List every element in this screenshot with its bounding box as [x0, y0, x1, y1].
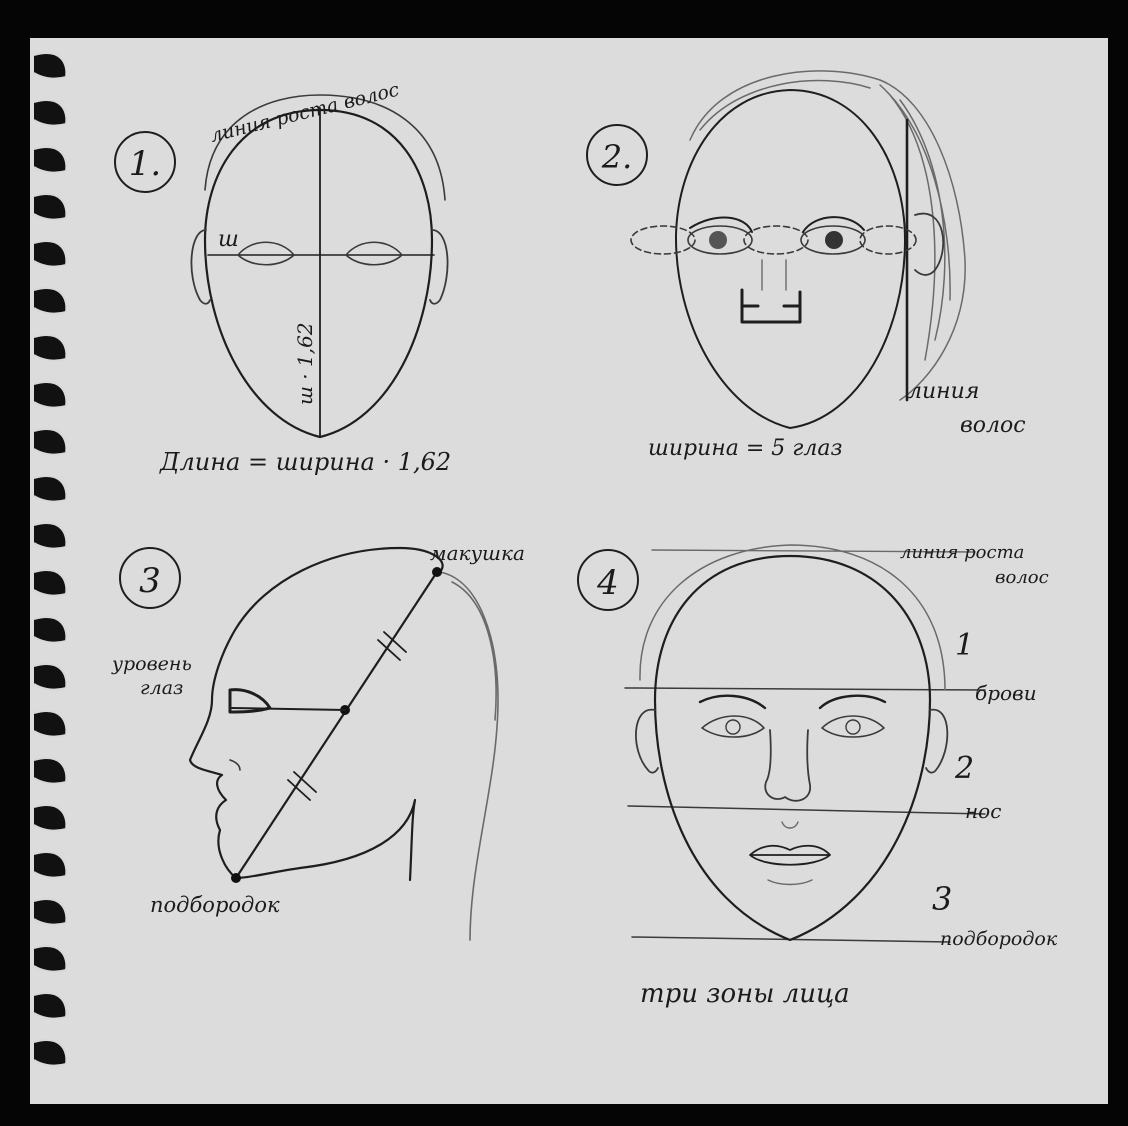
spiral-ring — [34, 852, 66, 878]
profile-outline — [190, 548, 443, 880]
back-of-head — [440, 572, 498, 940]
nose-bracket — [742, 290, 800, 322]
nose-label: нос — [965, 799, 1001, 823]
face-outline-2 — [676, 90, 905, 428]
spiral-ring — [34, 523, 66, 549]
spiral-ring — [34, 617, 66, 643]
spiral-ring — [34, 805, 66, 831]
spiral-binding — [34, 53, 66, 1066]
ear-2 — [915, 214, 943, 275]
spiral-ring — [34, 53, 66, 79]
face-outline-4 — [655, 556, 930, 940]
left-eye — [238, 242, 294, 265]
spiral-ring — [34, 382, 66, 408]
spiral-ring — [34, 993, 66, 1019]
spiral-ring — [34, 100, 66, 126]
width-mark: ш — [218, 227, 239, 252]
hairline-label-4-line-1: линия роста — [900, 542, 1024, 563]
spiral-ring — [34, 1040, 66, 1066]
crown-label: макушка — [430, 541, 525, 565]
brows-label: брови — [975, 681, 1037, 705]
spiral-ring — [34, 194, 66, 220]
spiral-ring — [34, 664, 66, 690]
drawing-4-three-zones: 4 линия роста волос — [578, 542, 1058, 1009]
spiral-ring — [34, 335, 66, 361]
brows — [700, 696, 885, 708]
caption-4: три зоны лица — [640, 979, 850, 1009]
spiral-ring — [34, 758, 66, 784]
spiral-ring — [34, 946, 66, 972]
hairline-label-4-line-2: волос — [995, 567, 1049, 588]
chin-label-4: подбородок — [940, 928, 1058, 950]
hair-label-line-1: линия — [908, 379, 979, 404]
zone-2: 2 — [954, 751, 974, 786]
number-2: 2. — [601, 138, 633, 176]
eye-level-label-2: глаз — [140, 677, 183, 699]
spiral-ring — [34, 570, 66, 596]
spiral-ring — [34, 711, 66, 737]
zone-3: 3 — [932, 880, 952, 918]
spiral-ring — [34, 899, 66, 925]
hair-label-line-2: волос — [960, 413, 1026, 438]
zone-1: 1 — [955, 628, 974, 663]
equal-ticks — [288, 632, 406, 800]
number-4: 4 — [596, 563, 619, 603]
drawing-2-eye-width: 2. линия волос ши — [587, 71, 1026, 461]
caption-2: ширина = 5 глаз — [648, 436, 843, 461]
brow-guide — [625, 688, 985, 690]
chin-point — [231, 873, 241, 883]
caption-1: Длина = ширина · 1,62 — [159, 448, 451, 476]
five-eye-widths — [631, 217, 916, 254]
hairline-label: линия роста волос — [208, 78, 402, 146]
drawing-3-profile: 3 макушка уровень глаз подбородок — [111, 541, 525, 940]
chin-label: подбородок — [150, 893, 280, 917]
face-outline — [205, 110, 432, 437]
right-eye — [346, 242, 402, 265]
drawing-1-front-face-proportions: 1. линия роста волос ш ш · 1,62 Длина = … — [115, 78, 451, 476]
mouth-4 — [750, 846, 830, 865]
nose-4 — [765, 730, 810, 801]
number-3: 3 — [139, 561, 161, 601]
eye-level-label-1: уровень — [111, 653, 192, 675]
spiral-ring — [34, 288, 66, 314]
crown-point — [432, 567, 442, 577]
hair-outline-4 — [640, 545, 945, 690]
vertical-proportion-label: ш · 1,62 — [293, 322, 317, 405]
spiral-ring — [34, 241, 66, 267]
left-iris — [709, 231, 727, 249]
crown-chin-axis — [236, 572, 437, 878]
spiral-ring — [34, 429, 66, 455]
number-1: 1. — [129, 144, 161, 184]
nose-guide — [628, 806, 985, 814]
spiral-ring — [34, 147, 66, 173]
eye-level-line — [232, 708, 345, 710]
right-iris — [825, 231, 843, 249]
spiral-ring — [34, 476, 66, 502]
